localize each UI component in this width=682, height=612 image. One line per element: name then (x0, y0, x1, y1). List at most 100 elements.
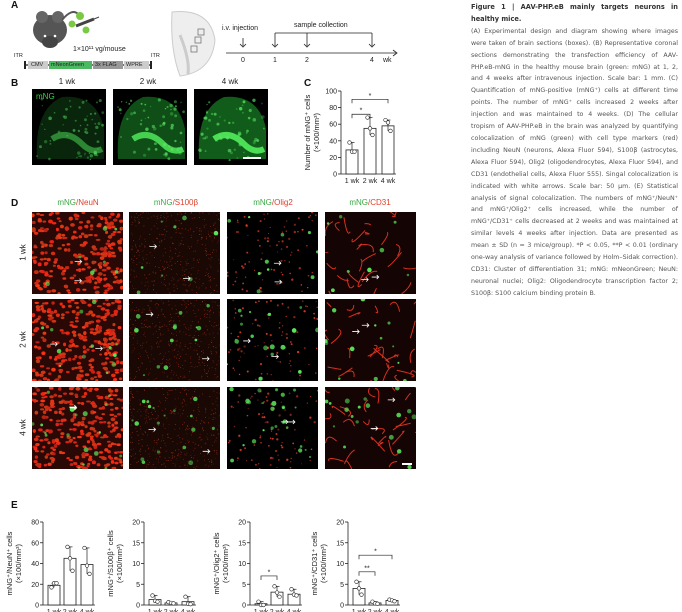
y-axis-label: mNG⁺/CD31⁺ cells (310, 531, 319, 595)
y-tick-label: 80 (329, 105, 337, 112)
bar (47, 584, 61, 606)
data-point (256, 599, 261, 604)
y-tick-label: 60 (31, 540, 39, 547)
scale-bar-d (402, 463, 412, 465)
colocalization-arrow-icon (149, 244, 158, 249)
chart-E3: 051015201 wk2 wk4 wk*mNG⁺/Olig2⁺ cells(×… (212, 520, 302, 612)
y-axis-label: mNG⁺/NeuN⁺ cells (5, 531, 14, 595)
y-tick-label: 0 (35, 603, 39, 610)
y-tick-label: 0 (340, 603, 344, 610)
colocalization-arrow-icon (361, 277, 369, 282)
significance-label: * (374, 549, 377, 556)
panel-label-e: E (11, 500, 18, 511)
y-tick-label: 5 (340, 582, 344, 589)
colocalization-arrow-icon (273, 260, 282, 266)
data-point (87, 571, 92, 576)
y-tick-label: 40 (31, 561, 39, 568)
data-point (356, 586, 362, 591)
data-point (70, 568, 75, 573)
panel-label-b: B (11, 78, 19, 89)
timeline-unit: wk (383, 57, 392, 64)
syringe-icon (75, 16, 100, 28)
y-axis-label-units: (×100/mm³) (319, 544, 328, 583)
bar (381, 125, 395, 175)
colocalization-arrow-icon (361, 323, 370, 328)
x-tick-label: 1 wk (345, 178, 360, 185)
injection-label: i.v. injection (222, 25, 259, 32)
significance-bracket (358, 554, 393, 560)
data-point (365, 115, 370, 120)
data-point (185, 601, 191, 606)
colocalization-arrow-icon (387, 397, 396, 403)
x-tick-label: 4 wk (381, 178, 396, 185)
colocalization-arrow-icon (95, 346, 103, 351)
row-label-4wk: 4 wk (18, 419, 28, 436)
timeline (226, 32, 398, 57)
bar (254, 603, 268, 606)
panel-label-d: D (11, 198, 19, 209)
y-tick-label: 40 (329, 138, 337, 145)
x-tick-label: 2 wk (363, 178, 378, 185)
bar (287, 593, 301, 606)
data-point (387, 597, 392, 602)
y-axis-label: mNG⁺/Olig2⁺ cells (212, 532, 221, 594)
colocalization-arrow-icon (145, 312, 154, 317)
brain-section-2wk (113, 89, 187, 165)
construct-wpre: WPRE (126, 62, 143, 68)
data-point (383, 117, 388, 123)
brain-section-diagram (171, 11, 216, 77)
micrograph-s100-2wk (129, 299, 220, 381)
y-tick-label: 0 (136, 603, 140, 610)
data-point (49, 585, 54, 590)
y-tick-label: 10 (238, 561, 246, 568)
data-point (375, 601, 380, 606)
brain-section-1wk (32, 89, 106, 165)
mng-overlay-label: mNG (36, 92, 55, 101)
data-point (261, 602, 266, 608)
y-tick-label: 5 (242, 582, 246, 589)
data-point (272, 584, 277, 589)
bar (270, 591, 284, 606)
data-point (392, 599, 397, 604)
y-axis-label-units: (×100/mm³) (312, 113, 321, 152)
virus-particles-icon (68, 12, 90, 34)
micrograph-cd31-4wk (325, 387, 416, 469)
y-tick-label: 20 (336, 520, 344, 527)
data-point (166, 599, 171, 605)
colocalization-arrow-icon (271, 354, 279, 359)
data-point (294, 593, 299, 598)
bar (363, 127, 377, 175)
y-axis-label-units: (×100/mm³) (115, 544, 124, 583)
data-point (155, 599, 160, 604)
data-point (370, 132, 375, 138)
data-point (82, 545, 87, 551)
b-time-2wk: 2 wk (139, 77, 157, 86)
colocalization-arrow-icon (287, 419, 296, 425)
row-label-1wk: 1 wk (18, 244, 28, 261)
y-tick-label: 0 (242, 603, 246, 610)
micrograph-s100-1wk (129, 212, 220, 294)
bar (164, 602, 178, 606)
data-point (370, 599, 375, 604)
data-point (67, 556, 73, 561)
micrograph-neun-4wk (32, 387, 123, 469)
micrograph-neun-1wk (32, 212, 123, 294)
col-title-neun: mNG/NeuN (57, 198, 99, 207)
data-point (347, 140, 352, 145)
significance-label: ** (364, 565, 370, 572)
bar (63, 557, 77, 606)
bar (385, 600, 399, 606)
bar (181, 601, 195, 606)
b-time-4wk: 4 wk (221, 77, 239, 86)
caption-title: Figure 1 | AAV-PHP.eB mainly targets neu… (471, 3, 678, 23)
colocalization-arrow-icon (274, 279, 283, 285)
colocalization-arrow-icon (243, 338, 251, 344)
scale-bar-b (243, 157, 261, 159)
colocalization-arrow-icon (352, 329, 360, 334)
mouse-icon (33, 11, 79, 48)
timeline-tick-4: 4 (370, 57, 374, 64)
significance-bracket (351, 98, 389, 104)
significance-label: * (369, 93, 372, 100)
construct-diagram (24, 61, 152, 69)
